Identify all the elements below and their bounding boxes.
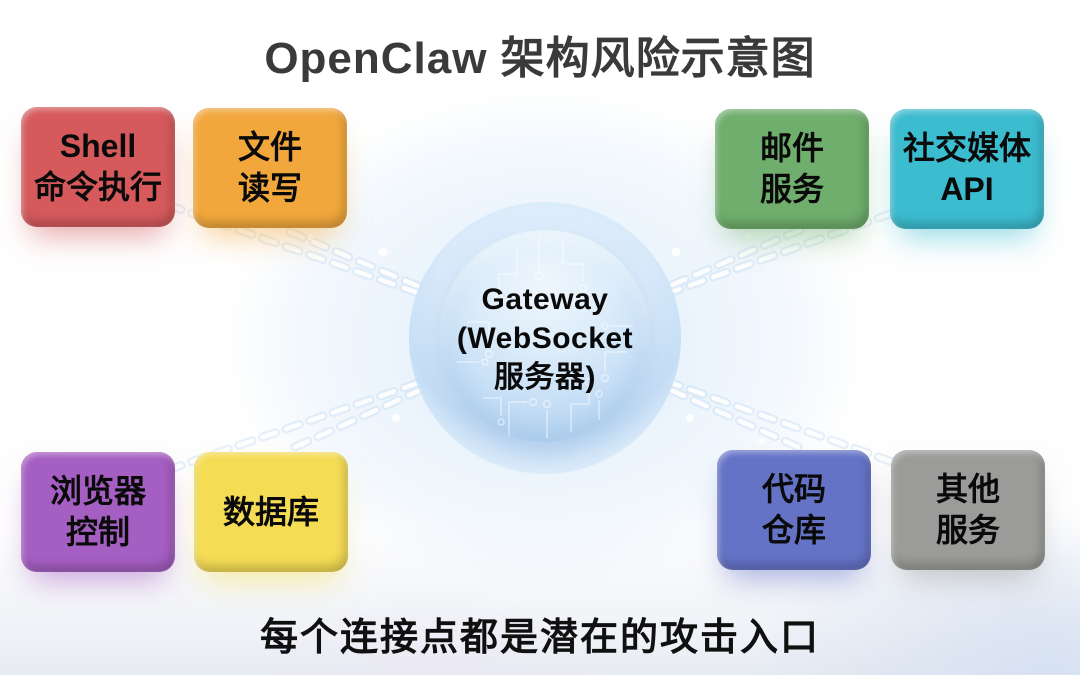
gateway-node: Gateway (WebSocket 服务器) xyxy=(409,202,681,474)
node-label: 其他 服务 xyxy=(935,471,1000,548)
node-file-readwrite: 文件 读写 xyxy=(193,108,347,228)
node-label: Shell 命令执行 xyxy=(33,128,162,205)
node-other-services: 其他 服务 xyxy=(891,450,1045,570)
page-title: OpenClaw 架构风险示意图 xyxy=(264,34,816,83)
node-label: 代码 仓库 xyxy=(761,471,826,548)
gateway-label: Gateway (WebSocket 服务器) xyxy=(456,282,634,394)
node-label: 文件 读写 xyxy=(237,129,302,206)
node-label: 社交媒体 API xyxy=(902,130,1031,207)
node-shell-command: Shell 命令执行 xyxy=(21,107,175,227)
node-label: 浏览器 控制 xyxy=(49,473,146,550)
node-label: 数据库 xyxy=(222,493,319,530)
node-social-media-api: 社交媒体 API xyxy=(890,109,1044,229)
gateway-orb xyxy=(439,230,651,442)
circuit-board-icon xyxy=(457,236,633,438)
node-mail-service: 邮件 服务 xyxy=(715,109,869,229)
bottom-caption: 每个连接点都是潜在的攻击入口 xyxy=(259,617,820,659)
node-label: 邮件 服务 xyxy=(759,130,824,207)
node-database: 数据库 xyxy=(194,452,348,572)
node-browser-control: 浏览器 控制 xyxy=(21,452,175,572)
node-code-repository: 代码 仓库 xyxy=(717,450,871,570)
